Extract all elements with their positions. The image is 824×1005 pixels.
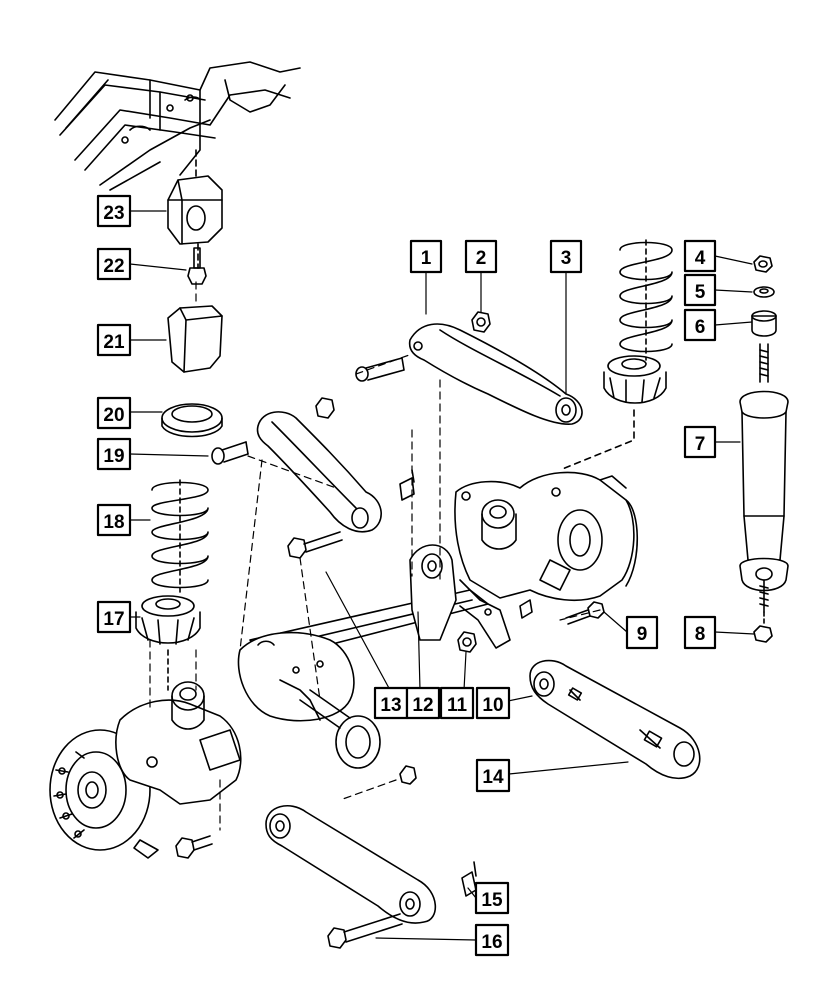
shock-bottom-nut: [753, 611, 773, 643]
svg-text:13: 13: [380, 695, 401, 716]
callout-10: 10: [475, 686, 511, 720]
svg-text:19: 19: [103, 446, 124, 467]
callout-15: 15: [474, 881, 510, 915]
lower-control-arm-right: [529, 659, 701, 780]
svg-text:4: 4: [695, 248, 706, 269]
steering-knuckle-left: [115, 681, 242, 859]
callout-13: 13: [373, 686, 409, 720]
callout-2: 2: [464, 239, 498, 274]
svg-text:9: 9: [637, 624, 648, 645]
lower-bolt-left-arm: [287, 531, 343, 559]
callout-19: 19: [96, 437, 132, 471]
spring-seat-right: [559, 355, 667, 471]
callout-3: 3: [549, 239, 583, 274]
shock-bushing: [751, 310, 777, 337]
jounce-bumper: [167, 305, 223, 373]
callout-6: 6: [683, 308, 717, 342]
nut-2: [471, 311, 491, 333]
svg-text:12: 12: [412, 695, 433, 716]
svg-text:17: 17: [103, 609, 124, 630]
callout-14: 14: [475, 758, 511, 793]
shock-absorber: [739, 343, 789, 613]
upper-control-arm-left: [256, 411, 382, 533]
svg-text:23: 23: [103, 203, 124, 224]
callout-8: 8: [683, 615, 717, 650]
small-nut-left: [399, 765, 417, 785]
svg-text:7: 7: [695, 434, 706, 455]
callout-12: 12: [405, 686, 441, 720]
frame-rail-illustration: [54, 61, 301, 191]
flag-nut-10: [519, 599, 533, 619]
callout-4: 4: [683, 239, 717, 273]
svg-text:1: 1: [421, 248, 432, 269]
svg-text:16: 16: [481, 932, 502, 953]
jounce-bumper-bracket: [167, 149, 223, 245]
svg-text:6: 6: [695, 317, 706, 338]
bolt-16: [327, 913, 403, 949]
flag-nut-15: [461, 861, 477, 897]
callout-18: 18: [96, 503, 132, 537]
bolt-9: [565, 601, 605, 625]
upper-arm-bolt-right: [355, 357, 405, 382]
lower-arm-bolt-left: [175, 835, 213, 859]
svg-text:3: 3: [561, 248, 572, 269]
callout-11: 11: [439, 686, 475, 720]
svg-text:14: 14: [482, 767, 504, 788]
callout-23: 23: [96, 194, 132, 228]
svg-text:2: 2: [476, 248, 487, 269]
lower-control-arm-left: [265, 804, 437, 924]
callout-22: 22: [96, 247, 132, 281]
shock-top-nut: [753, 255, 773, 273]
svg-text:15: 15: [481, 890, 503, 911]
callout-20: 20: [96, 396, 132, 430]
svg-text:8: 8: [695, 624, 706, 645]
svg-text:18: 18: [103, 512, 124, 533]
svg-text:20: 20: [103, 405, 124, 426]
coil-spring-right: [619, 239, 673, 361]
nut-11: [457, 631, 477, 653]
callout-16: 16: [474, 923, 510, 957]
callout-1: 1: [409, 239, 443, 274]
bumper-bolt: [187, 243, 207, 285]
front-axle-housing: [237, 589, 489, 769]
axle-bracket-right: [409, 544, 511, 649]
callout-7: 7: [683, 425, 717, 459]
svg-text:21: 21: [103, 332, 125, 353]
spring-seat-left: [135, 595, 201, 691]
svg-text:22: 22: [103, 256, 124, 277]
coil-spring-left: [151, 479, 209, 593]
callout-5: 5: [683, 273, 717, 307]
callout-21: 21: [96, 323, 132, 357]
svg-text:10: 10: [482, 695, 503, 716]
upper-arm-nut-left: [315, 397, 335, 419]
steering-knuckle-right: [454, 471, 639, 602]
leader-lines: [129, 210, 755, 941]
svg-text:5: 5: [695, 282, 706, 303]
callout-17: 17: [96, 600, 132, 634]
pivot-bolt-19: [211, 441, 249, 465]
callout-9: 9: [625, 615, 659, 650]
shock-washer: [753, 286, 775, 298]
upper-control-arm-right: [408, 323, 583, 425]
svg-text:11: 11: [447, 695, 468, 716]
spring-isolator: [161, 403, 223, 438]
assembly-lines: [149, 281, 601, 831]
